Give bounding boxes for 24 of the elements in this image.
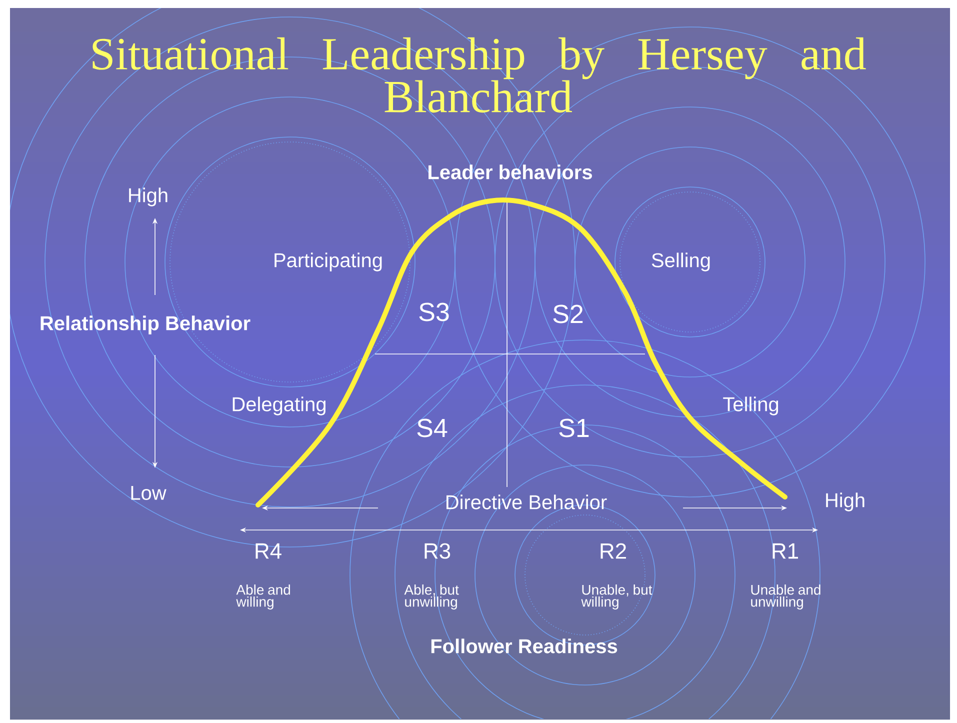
quadrant-label: S3	[419, 302, 449, 322]
readiness-description: Unable, but willing	[581, 584, 652, 610]
style-label: Selling	[652, 252, 710, 272]
readiness-level: R4	[256, 543, 282, 559]
slide-title: Situational Leadership by Hersey and Blanchard	[92, 37, 866, 113]
axis-label: High	[826, 492, 864, 512]
readiness-description: Unable and unwilling	[751, 584, 820, 610]
style-label: Participating	[274, 252, 382, 272]
quadrant-label: S4	[417, 418, 448, 438]
readiness-description: Able and willing	[236, 584, 290, 610]
quadrant-label: S1	[559, 418, 589, 438]
axis-title: Directive Behavior	[446, 494, 607, 510]
axis-title: Relationship Behavior	[40, 316, 250, 334]
heading-label: Leader behaviors	[428, 164, 592, 180]
axis-label: High	[129, 188, 168, 206]
readiness-description: Able, but unwilling	[404, 584, 459, 610]
quadrant-label: S2	[553, 304, 583, 324]
readiness-level: R2	[600, 543, 626, 559]
style-label: Delegating	[232, 396, 326, 416]
axis-title: Follower Readiness	[431, 638, 618, 654]
axis-label: Low	[131, 486, 166, 500]
readiness-level: R3	[424, 543, 450, 559]
readiness-level: R1	[772, 543, 798, 559]
style-label: Telling	[723, 396, 778, 416]
